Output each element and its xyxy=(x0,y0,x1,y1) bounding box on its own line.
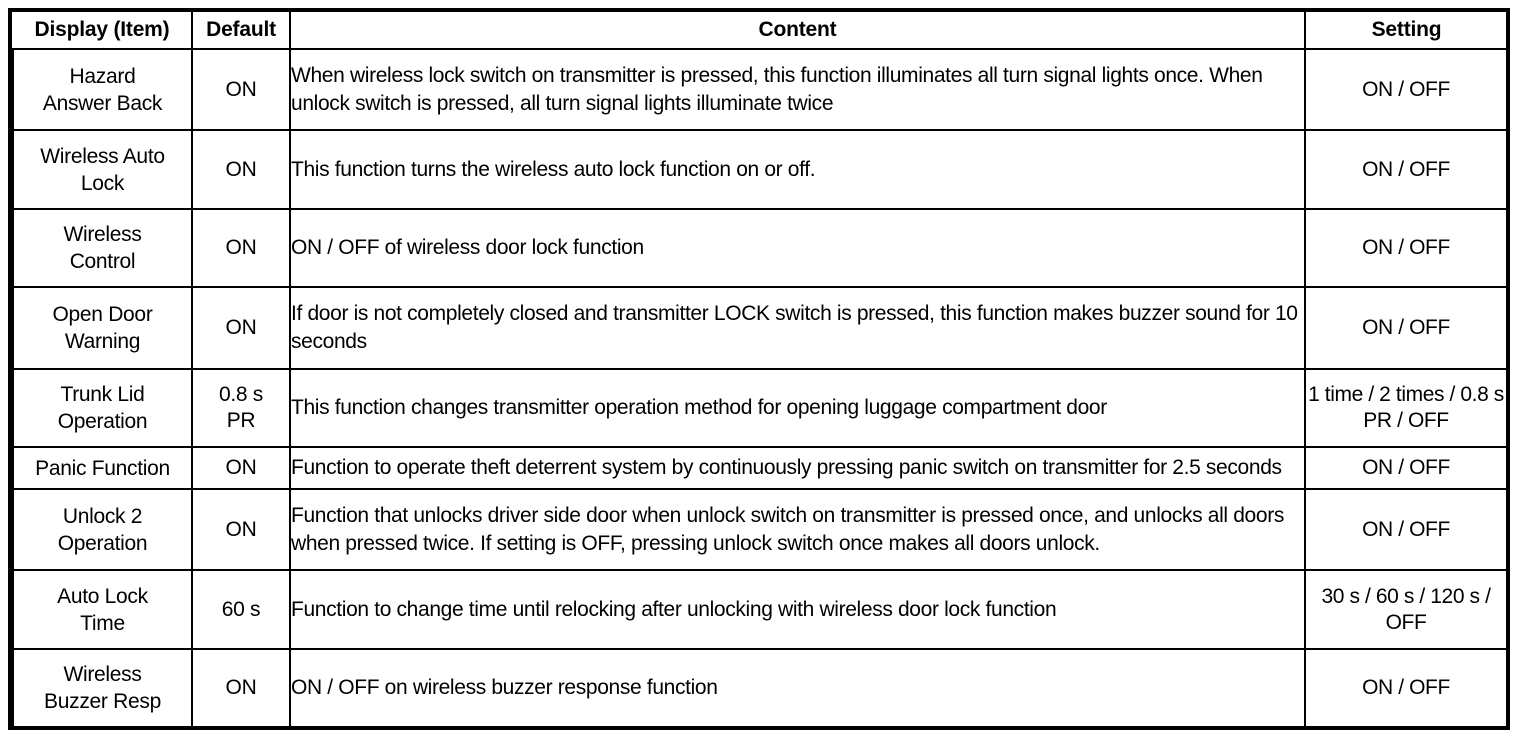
cell-default: ON xyxy=(191,47,291,132)
cell-setting: 1 time / 2 times / 0.8 s PR / OFF xyxy=(1304,367,1506,449)
cell-text-line: Auto Lock xyxy=(57,584,148,608)
cell-text-line: Open Door xyxy=(52,302,153,326)
cell-content: If door is not completely closed and tra… xyxy=(289,286,1306,370)
cell-content: Function to operate theft deterrent syst… xyxy=(289,446,1306,491)
cell-setting: 30 s / 60 s / 120 s / OFF xyxy=(1304,569,1506,650)
cell-display-item: Unlock 2 Operation xyxy=(12,488,193,572)
function-settings-table: Display (Item) Default Content Setting H… xyxy=(12,12,1506,726)
column-header-setting: Setting xyxy=(1304,12,1506,50)
table-row: Panic Function ON Function to operate th… xyxy=(12,446,1506,491)
cell-text-line: Time xyxy=(80,611,125,635)
cell-setting: ON / OFF xyxy=(1304,446,1506,491)
cell-content: When wireless lock switch on transmitter… xyxy=(289,47,1306,132)
cell-text-line: Unlock 2 xyxy=(62,504,143,528)
cell-text-line: Wireless xyxy=(63,223,142,246)
cell-setting: ON / OFF xyxy=(1304,647,1506,726)
cell-text-line: Operation xyxy=(57,531,148,555)
cell-content: ON / OFF of wireless door lock function xyxy=(289,207,1306,289)
cell-text-line: Lock xyxy=(80,171,125,195)
cell-default: ON xyxy=(191,488,291,572)
cell-text-line: Control xyxy=(69,250,136,273)
cell-text-line: Hazard xyxy=(69,64,136,88)
cell-default: ON xyxy=(191,286,291,370)
cell-text-line: 0.8 s xyxy=(218,382,264,406)
cell-text-line: Trunk Lid xyxy=(60,382,145,406)
cell-default: 60 s xyxy=(191,569,291,650)
cell-default: ON xyxy=(191,647,291,726)
cell-content: This function turns the wireless auto lo… xyxy=(289,129,1306,210)
column-header-display-item: Display (Item) xyxy=(13,12,193,50)
settings-table-container: Display (Item) Default Content Setting H… xyxy=(8,8,1510,730)
cell-text-line: Buzzer Resp xyxy=(44,689,161,713)
cell-setting: ON / OFF xyxy=(1304,488,1506,572)
cell-text-line: Operation xyxy=(57,409,148,433)
cell-text-line: Answer Back xyxy=(42,91,163,115)
cell-content: This function changes transmitter operat… xyxy=(289,367,1306,449)
table-row: Unlock 2 Operation ON Function that unloc… xyxy=(12,488,1506,572)
cell-setting: ON / OFF xyxy=(1304,207,1506,289)
table-header-row: Display (Item) Default Content Setting xyxy=(13,12,1506,50)
cell-text-line: Wireless xyxy=(63,662,142,686)
cell-content: Function to change time until relocking … xyxy=(289,569,1306,650)
cell-setting: ON / OFF xyxy=(1304,129,1506,210)
cell-text-line: Wireless Auto xyxy=(40,144,165,168)
cell-text-line: PR xyxy=(226,408,256,432)
column-header-default: Default xyxy=(191,12,291,50)
cell-setting: ON / OFF xyxy=(1304,47,1506,132)
column-header-content: Content xyxy=(289,12,1306,50)
cell-content: Function that unlocks driver side door w… xyxy=(289,488,1306,572)
cell-default: ON xyxy=(191,446,291,491)
cell-content: ON / OFF on wireless buzzer response fun… xyxy=(289,647,1306,726)
cell-default: ON xyxy=(191,207,291,289)
cell-default: ON xyxy=(191,129,291,210)
cell-display-item: Panic Function xyxy=(12,446,193,491)
cell-setting: ON / OFF xyxy=(1304,286,1506,370)
cell-text-line: Warning xyxy=(64,329,141,353)
